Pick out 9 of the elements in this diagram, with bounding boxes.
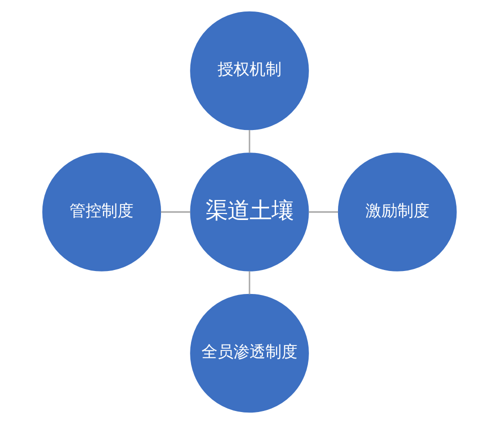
node-circle: 授权机制	[190, 11, 309, 130]
node-circle: 渠道土壤	[190, 152, 309, 272]
connector	[248, 130, 250, 153]
connector	[308, 211, 338, 213]
node-circle: 全员渗透制度	[190, 294, 309, 413]
node-circle: 激励制度	[338, 152, 457, 272]
node-circle: 管控制度	[42, 152, 162, 272]
connector	[248, 271, 250, 294]
connector	[160, 211, 190, 213]
